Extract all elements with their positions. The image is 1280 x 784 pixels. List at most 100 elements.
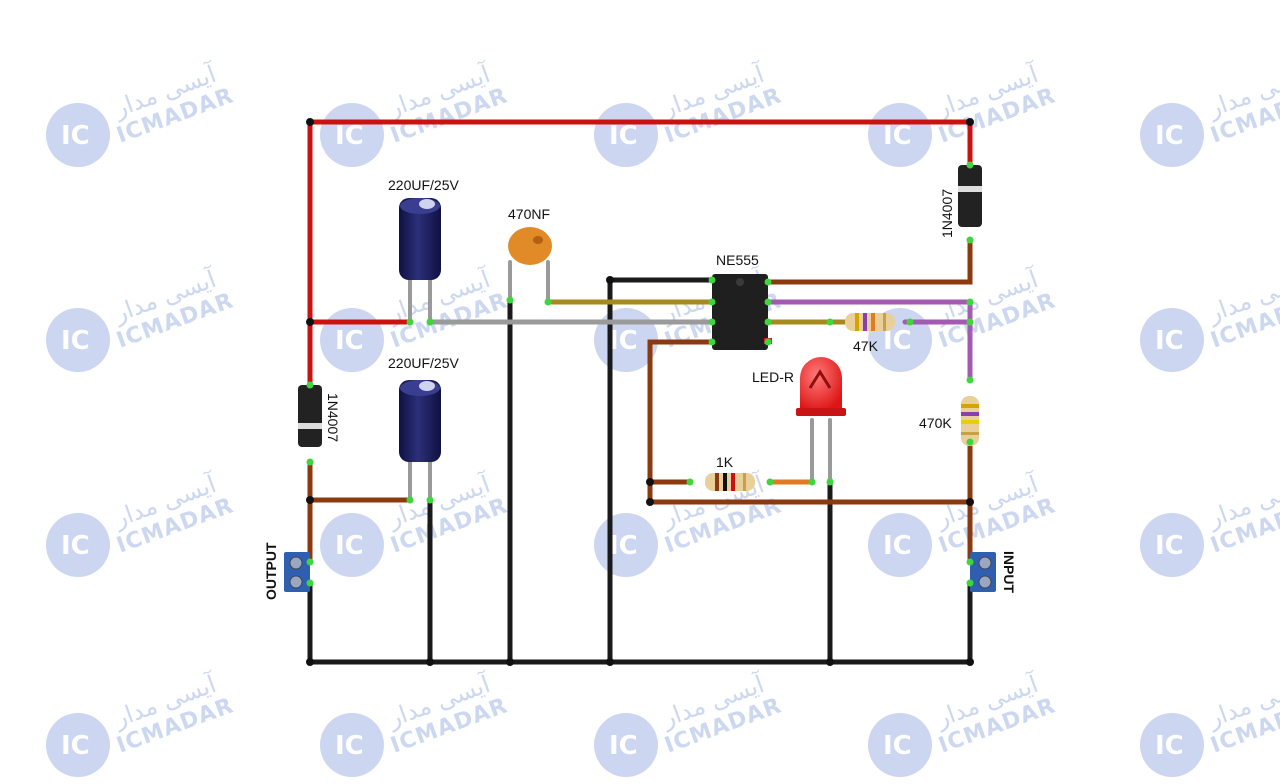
terminal-block-output: OUTPUT <box>263 542 310 600</box>
watermark-ic-text: IC <box>335 531 364 561</box>
watermark-circle-icon <box>46 713 110 777</box>
watermark-ic-text: IC <box>61 531 90 561</box>
watermark-ic-text: IC <box>335 731 364 761</box>
watermark-ic-text: IC <box>883 326 912 356</box>
diode-right-label: 1N4007 <box>939 189 955 238</box>
cap-top-label: 220UF/25V <box>388 177 459 193</box>
connection-node <box>966 161 974 169</box>
watermark-ic-text: IC <box>883 731 912 761</box>
connection-node <box>966 298 974 306</box>
watermark-circle-icon <box>1140 513 1204 577</box>
watermark-circle-icon <box>868 103 932 167</box>
watermark-ic-text: IC <box>609 731 638 761</box>
connection-node <box>708 276 716 284</box>
watermark-ic-text: IC <box>883 531 912 561</box>
connection-node <box>686 478 694 486</box>
capacitor-220uf-bottom: 220UF/25V <box>388 355 459 462</box>
ic-ne555: NE555 <box>712 252 772 350</box>
watermark-circle-icon <box>320 713 384 777</box>
watermark-circle-icon <box>320 513 384 577</box>
led-label: LED-R <box>752 369 794 385</box>
connection-node <box>826 318 834 326</box>
connection-node <box>506 296 514 304</box>
junction-dot <box>606 276 614 284</box>
ceramic-label: 470NF <box>508 206 550 222</box>
cap-bottom-label: 220UF/25V <box>388 355 459 371</box>
junction-dot <box>646 498 654 506</box>
connection-node <box>966 438 974 446</box>
watermark-ic-text: IC <box>1155 531 1184 561</box>
watermark-ic-text: IC <box>1155 121 1184 151</box>
connection-node <box>966 318 974 326</box>
connection-node <box>764 298 772 306</box>
connection-node <box>826 478 834 486</box>
watermark-circle-icon <box>46 308 110 372</box>
diode-left-label: 1N4007 <box>325 393 341 442</box>
watermark-circle-icon <box>1140 308 1204 372</box>
wire-brown-loop <box>647 339 973 505</box>
diode-1n4007-right: 1N4007 <box>939 165 982 238</box>
connection-node <box>406 318 414 326</box>
terminal-block-input: INPUT <box>970 551 1017 593</box>
watermark-circle-icon <box>594 103 658 167</box>
connection-node <box>406 496 414 504</box>
connection-node <box>764 338 772 346</box>
watermark-ic-text: IC <box>335 121 364 151</box>
junction-dot <box>606 658 614 666</box>
watermark-circle-icon <box>1140 713 1204 777</box>
watermark-circle-icon <box>46 513 110 577</box>
watermark-ic-text: IC <box>61 326 90 356</box>
connection-node <box>808 478 816 486</box>
watermark-ic-text: IC <box>335 326 364 356</box>
connection-node <box>966 558 974 566</box>
wire-black-ground <box>307 580 973 665</box>
resistor-47k-label: 47K <box>853 338 879 354</box>
watermark-circle-icon <box>1140 103 1204 167</box>
junction-dot <box>426 658 434 666</box>
junction-dot <box>306 658 314 666</box>
ic-label: NE555 <box>716 252 759 268</box>
connection-node <box>764 318 772 326</box>
output-label: OUTPUT <box>263 542 279 600</box>
watermark-ic-text: IC <box>883 121 912 151</box>
junction-dot <box>826 658 834 666</box>
capacitor-220uf-top: 220UF/25V <box>388 177 459 280</box>
connection-node <box>906 318 914 326</box>
ceramic-capacitor-470nf: 470NF <box>508 206 552 265</box>
connection-node <box>966 236 974 244</box>
junction-dot <box>966 658 974 666</box>
input-label: INPUT <box>1001 551 1017 593</box>
watermark-circle-icon <box>46 103 110 167</box>
junction-dot <box>306 496 314 504</box>
junction-dot <box>646 478 654 486</box>
resistor-470k-label: 470K <box>919 415 952 431</box>
connection-node <box>708 318 716 326</box>
connection-node <box>966 376 974 384</box>
connection-node <box>708 338 716 346</box>
watermark-circle-icon <box>594 713 658 777</box>
connection-node <box>544 298 552 306</box>
junction-dot <box>506 658 514 666</box>
watermark-ic-text: IC <box>1155 731 1184 761</box>
connection-node <box>764 278 772 286</box>
junction-dot <box>966 498 974 506</box>
watermark-circle-icon <box>320 103 384 167</box>
connection-node <box>766 478 774 486</box>
diode-1n4007-left: 1N4007 <box>298 385 341 447</box>
watermark-ic-text: IC <box>609 531 638 561</box>
